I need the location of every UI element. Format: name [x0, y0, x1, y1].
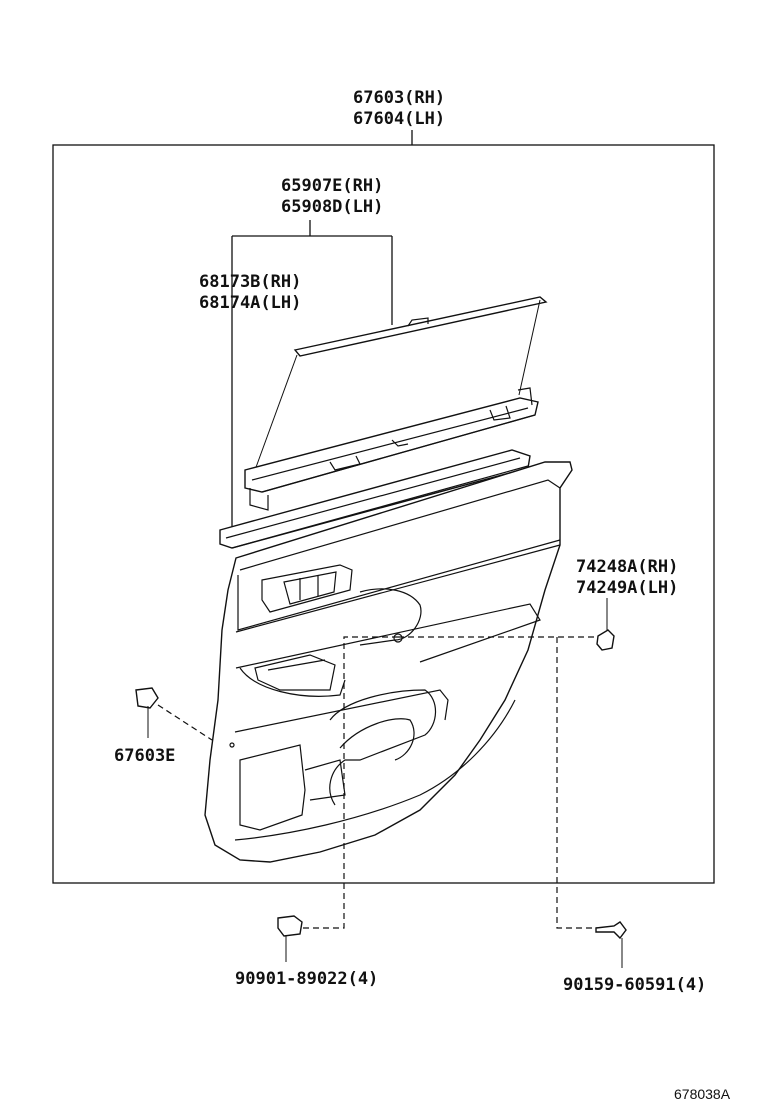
label-cover-rh: 74248A(RH) [576, 557, 678, 577]
screw-icon [595, 921, 627, 968]
inner-belt-weatherstrip-icon [219, 449, 531, 549]
label-trim-assy-rh: 67603(RH) [353, 88, 445, 108]
weatherstrip-icon [244, 387, 539, 511]
leader-clip [157, 704, 213, 741]
label-screw: 90159-60591(4) [563, 975, 706, 995]
leader-weatherstrip [231, 220, 393, 535]
clip-icon [135, 687, 159, 738]
cover-cap-icon [596, 629, 615, 651]
label-weatherstrip-lh: 65908D(LH) [281, 197, 383, 217]
screw-clip-icon [277, 915, 303, 962]
label-cover-lh: 74249A(LH) [576, 578, 678, 598]
label-inner-belt-lh: 68174A(LH) [199, 293, 301, 313]
leader-screw-clip [302, 636, 398, 929]
leader-cover-screw [398, 636, 600, 929]
label-weatherstrip-rh: 65907E(RH) [281, 176, 383, 196]
label-clip: 67603E [114, 746, 175, 766]
reference-number: 678038A [674, 1086, 731, 1102]
belt-molding-icon [254, 296, 548, 471]
label-trim-assy-lh: 67604(LH) [353, 109, 445, 129]
label-inner-belt-rh: 68173B(RH) [199, 272, 301, 292]
assembly-frame [52, 144, 715, 884]
label-screw-clip: 90901-89022(4) [235, 969, 378, 989]
door-trim-panel-icon [204, 461, 573, 863]
